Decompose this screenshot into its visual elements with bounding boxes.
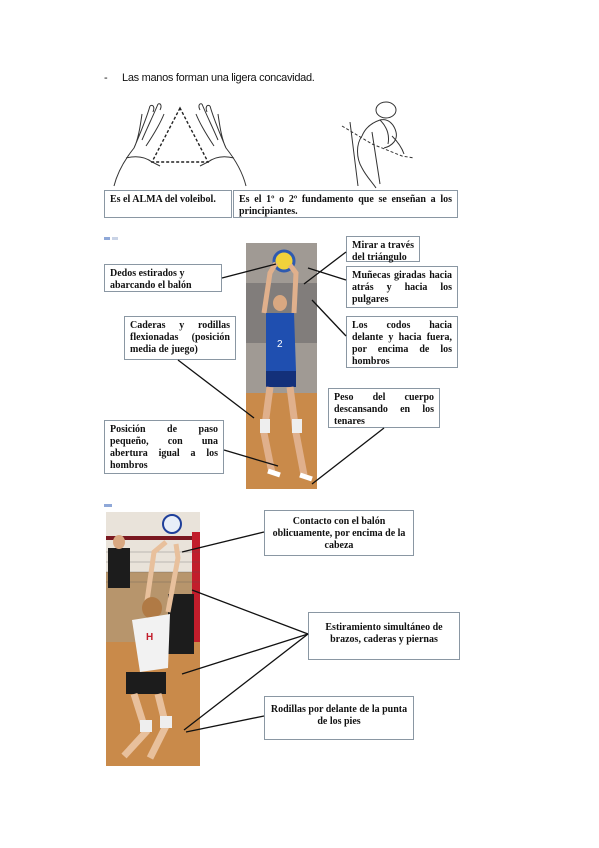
- setter-photo-front: 2: [246, 243, 317, 489]
- label-posicion: Posición de paso pequeño, con una abertu…: [104, 420, 224, 474]
- fundamento-caption: Es el 1º o 2º fundamento que se enseñan …: [233, 190, 458, 218]
- blue-marker-3: [104, 504, 112, 507]
- bullet-line: - Las manos forman una ligera concavidad.: [104, 72, 315, 84]
- label-rodillas: Rodillas por delante de la punta de los …: [264, 696, 414, 740]
- label-contacto: Contacto con el balón oblicuamente, por …: [264, 510, 414, 556]
- alma-caption: Es el ALMA del voleibol.: [104, 190, 232, 218]
- label-codos: Los codos hacia delante y hacia fuera, p…: [346, 316, 458, 368]
- bullet-dash: -: [104, 72, 108, 84]
- label-peso: Peso del cuerpo descansando en los tenar…: [328, 388, 440, 428]
- bullet-text: Las manos forman una ligera concavidad.: [122, 72, 315, 84]
- setter-photo-jump: H: [106, 512, 200, 766]
- svg-text:H: H: [146, 632, 153, 643]
- label-caderas: Caderas y rodillas flexionadas (posición…: [124, 316, 236, 360]
- label-munecas: Muñecas giradas hacia atrás y hacia los …: [346, 266, 458, 308]
- blue-marker-2: [112, 237, 118, 240]
- label-estiramiento: Estiramiento simultáneo de brazos, cader…: [308, 612, 460, 660]
- label-dedos: Dedos estirados y abarcando el balón: [104, 264, 222, 292]
- hands-triangle-drawing: [113, 103, 247, 187]
- player-side-view-drawing: [341, 101, 415, 189]
- label-mirar: Mirar a través del triángulo: [346, 236, 420, 263]
- blue-marker: [104, 237, 110, 240]
- jersey-number: 2: [277, 339, 283, 350]
